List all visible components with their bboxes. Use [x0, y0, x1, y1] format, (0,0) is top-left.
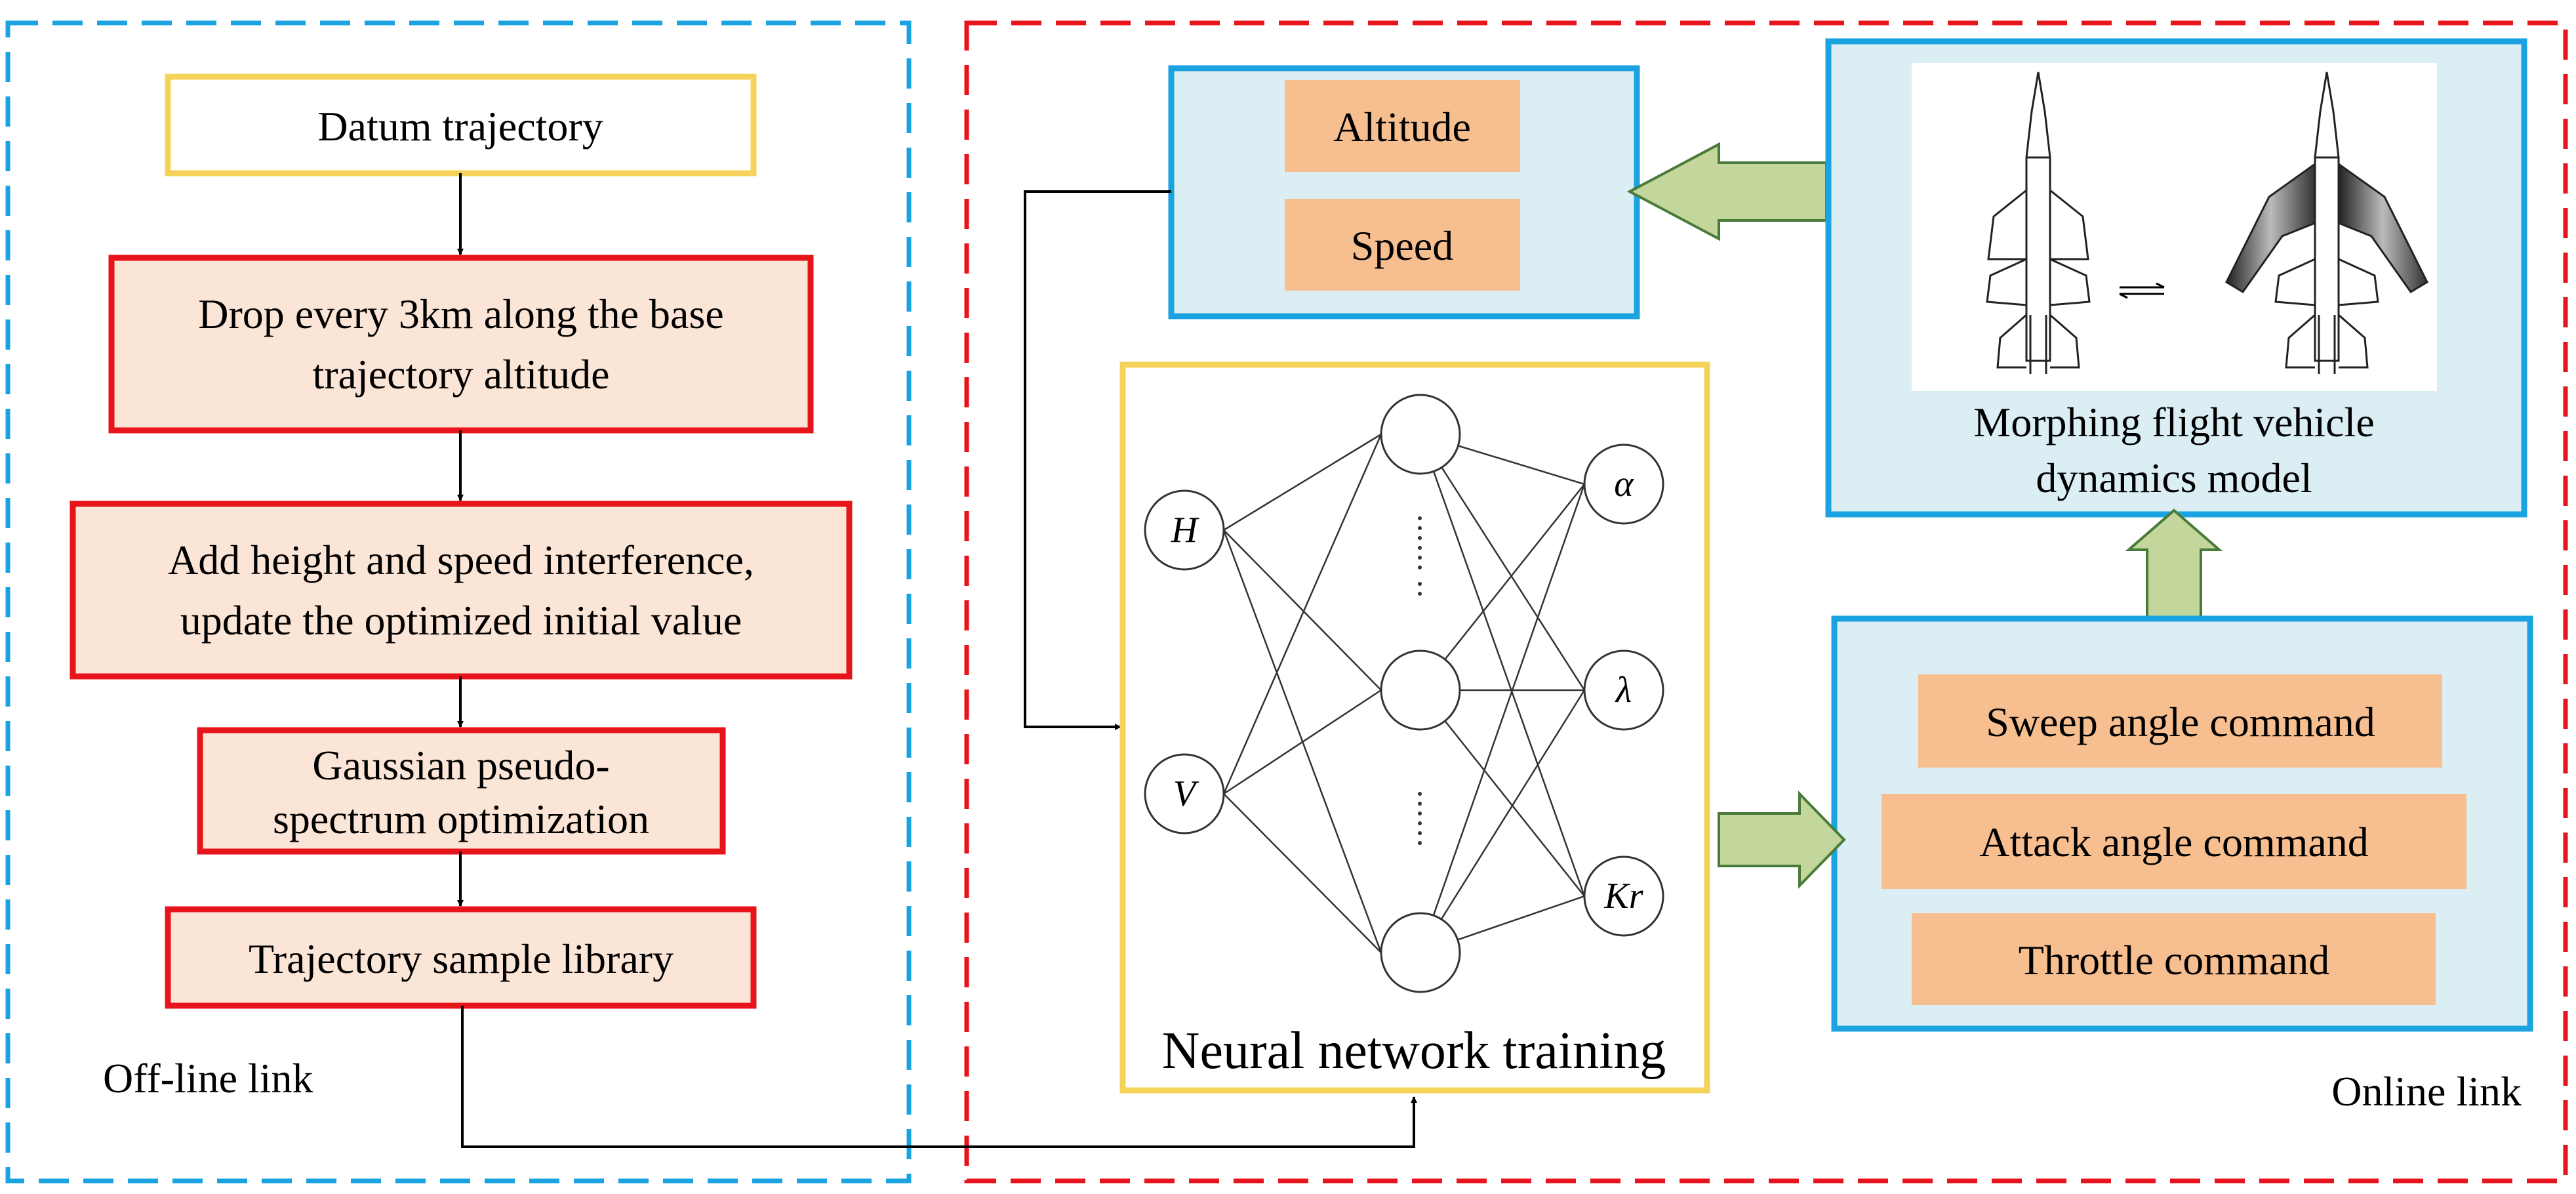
output-node-lambda: [1583, 649, 1664, 731]
hidden-node: [1380, 649, 1461, 731]
offline-caption: Off-line link: [103, 1055, 313, 1101]
altitude-tag: [1285, 80, 1520, 172]
sweep-command-tag: [1918, 674, 2442, 768]
input-node-h: [1144, 489, 1225, 571]
add-interference-label-line1: Add height and speed interference,: [168, 537, 754, 583]
morph-swap-arrows: [2119, 282, 2165, 299]
model-to-state-arrow: [1626, 142, 1828, 241]
sweep-command-label: Sweep angle command: [1986, 699, 2375, 745]
output-node-alpha: [1583, 443, 1664, 525]
neural-network-ellipsis: [1418, 516, 1422, 845]
output-node-lambda-label: λ: [1615, 670, 1632, 710]
datum-trajectory-label: Datum trajectory: [317, 103, 603, 150]
drop-altitude-label-line2: trajectory altitude: [312, 351, 609, 398]
vehicle-swept-icon: [2225, 72, 2428, 374]
attack-command-label: Attack angle command: [1979, 819, 2369, 865]
drop-altitude-label-line1: Drop every 3km along the base: [198, 291, 724, 337]
input-node-v: [1144, 753, 1225, 834]
online-region: [964, 20, 2568, 1184]
vehicle-retracted-icon: [1986, 72, 2091, 374]
input-node-h-label: H: [1171, 510, 1199, 550]
network-to-commands-arrow: [1718, 791, 1846, 889]
hidden-node: [1380, 394, 1461, 475]
output-node-kr-label: Kr: [1603, 876, 1643, 916]
speed-label: Speed: [1351, 222, 1453, 269]
output-node-alpha-label: α: [1614, 464, 1634, 504]
commands-to-model-arrow: [2125, 508, 2223, 620]
neural-network-caption: Neural network training: [1162, 1022, 1666, 1080]
hidden-node: [1380, 912, 1461, 993]
datum-trajectory-box: [165, 73, 757, 176]
input-node-v-label: V: [1173, 773, 1199, 814]
add-interference-label-line2: update the optimized initial value: [180, 597, 742, 644]
attack-command-tag: [1882, 794, 2466, 889]
library-to-network-connector: [461, 1006, 1417, 1148]
gaussian-optimization-box: [197, 727, 726, 855]
throttle-command-label: Throttle command: [2019, 937, 2330, 983]
speed-tag: [1285, 199, 1520, 291]
neural-network-connections: [1222, 433, 1586, 954]
vehicle-model-label-line2: dynamics model: [2036, 455, 2312, 501]
gaussian-optimization-label-line1: Gaussian pseudo-: [312, 742, 609, 789]
state-to-network-connector: [1024, 190, 1171, 730]
online-caption: Online link: [2331, 1068, 2522, 1115]
drop-altitude-box: [108, 255, 814, 434]
gaussian-optimization-label-line2: spectrum optimization: [273, 796, 649, 842]
output-node-kr: [1583, 855, 1664, 937]
altitude-label: Altitude: [1333, 104, 1471, 150]
throttle-command-tag: [1912, 913, 2436, 1005]
sample-library-label: Trajectory sample library: [249, 936, 674, 982]
vehicle-model-label-line1: Morphing flight vehicle: [1973, 399, 2374, 445]
offline-region: [5, 20, 912, 1184]
add-interference-box: [70, 501, 853, 680]
sample-library-box: [165, 906, 757, 1009]
